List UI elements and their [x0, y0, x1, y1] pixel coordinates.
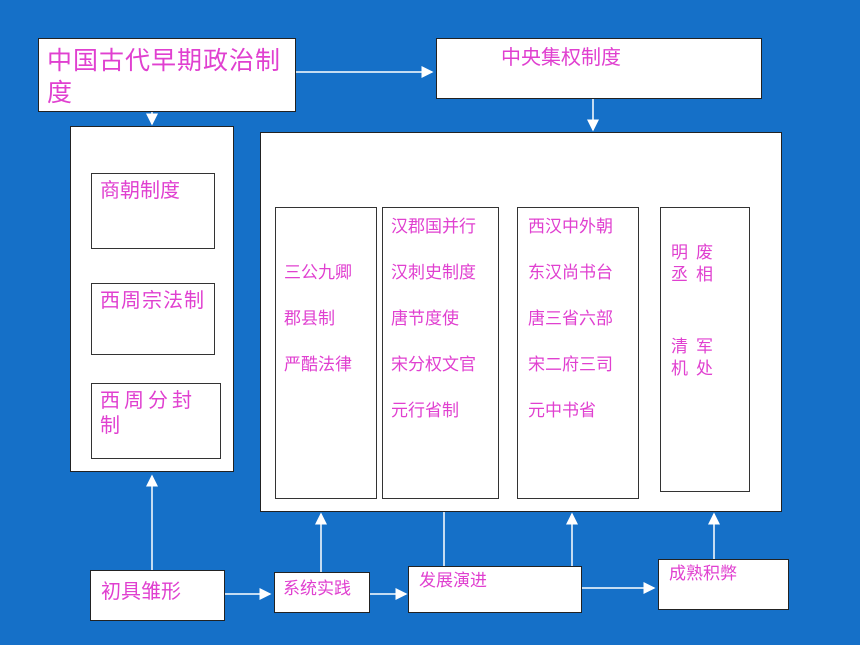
- column-entry: 严酷法律: [284, 355, 352, 375]
- stage-box: 系统实践: [274, 572, 370, 613]
- early-item-text: 西周宗法制: [100, 288, 205, 312]
- column-entry: 元中书省: [528, 401, 596, 421]
- column-entry: 唐三省六部: [528, 309, 613, 329]
- early-item-text: 商朝制度: [100, 178, 180, 202]
- early-item-box: 西周分封制: [91, 383, 221, 459]
- column-entry: 郡县制: [284, 309, 335, 329]
- column-entry: [284, 216, 368, 262]
- stage-label: 初具雏形: [101, 579, 181, 603]
- column-entry: 宋二府三司: [528, 355, 613, 375]
- stage-label: 成熟积弊: [669, 564, 737, 584]
- title-box: 中国古代早期政治制度: [38, 38, 296, 112]
- stage-box: 发展演进: [408, 566, 582, 613]
- stage-box: 成熟积弊: [658, 559, 789, 610]
- central-system-box: 三公九卿 郡县制 严酷法律 汉郡国并行 汉刺史制度 唐节度使 宋分权文官 元行省…: [260, 132, 782, 512]
- column-box: 明废丞相 清军机处: [660, 207, 750, 492]
- central-box: 中央集权制度: [436, 38, 762, 99]
- stage-label: 发展演进: [419, 571, 487, 591]
- column-entry: 汉刺史制度: [391, 263, 476, 283]
- column-entry: 东汉尚书台: [528, 263, 613, 283]
- column-entry: 明废丞相: [671, 243, 721, 285]
- column-entry: 清军机处: [671, 337, 721, 379]
- early-item-box: 西周宗法制: [91, 283, 215, 355]
- column-entry: 西汉中外朝: [528, 217, 613, 237]
- column-entry: 三公九卿: [284, 263, 352, 283]
- column-box: 西汉中外朝 东汉尚书台 唐三省六部 宋二府三司 元中书省: [517, 207, 639, 499]
- column-entry: 宋分权文官: [391, 355, 476, 375]
- early-system-box: 商朝制度 西周宗法制 西周分封制: [70, 126, 234, 472]
- title-text: 中国古代早期政治制度: [47, 46, 282, 107]
- column-entry: 汉郡国并行: [391, 217, 476, 237]
- early-item-text: 西周分封制: [100, 388, 196, 437]
- column-entry: 元行省制: [391, 401, 459, 421]
- stage-box: 初具雏形: [90, 570, 225, 621]
- early-item-box: 商朝制度: [91, 173, 215, 249]
- column-box: 三公九卿 郡县制 严酷法律: [275, 207, 377, 499]
- stage-label: 系统实践: [283, 579, 351, 599]
- column-entry: 唐节度使: [391, 309, 459, 329]
- central-text: 中央集权制度: [501, 45, 621, 69]
- column-box: 汉郡国并行 汉刺史制度 唐节度使 宋分权文官 元行省制: [382, 207, 499, 499]
